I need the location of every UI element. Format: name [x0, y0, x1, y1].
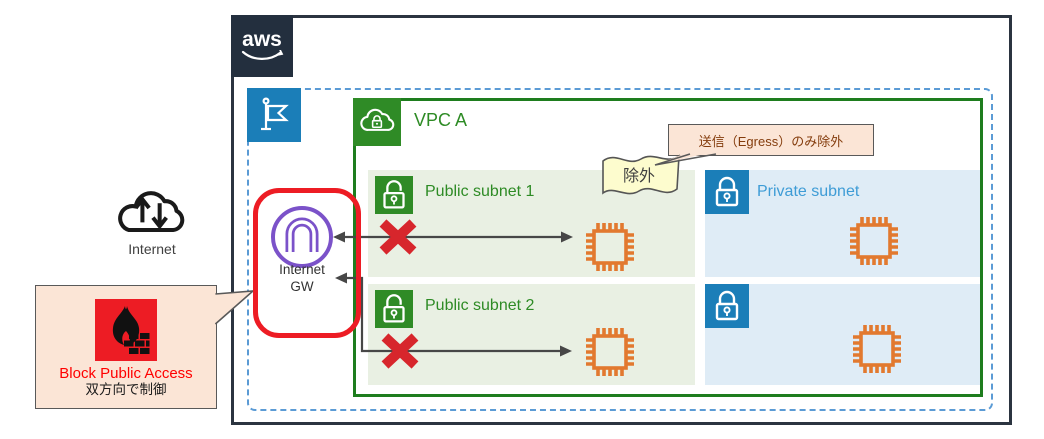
region-boundary: [247, 88, 993, 411]
vpc-cloud-lock-icon: [353, 98, 401, 146]
public-subnet-lock-icon: [375, 290, 413, 328]
aws-smile-icon: [241, 50, 284, 60]
internet-label: Internet: [128, 241, 176, 257]
exclusion-note-text: 除外: [622, 168, 655, 185]
private-subnet-1: [705, 170, 980, 277]
public-subnet-1-label: Public subnet 1: [425, 183, 535, 200]
public-subnet-lock-icon: [375, 176, 413, 214]
egress-callout: 送信（Egress）のみ除外: [668, 124, 874, 156]
private-subnet-lock-icon: [705, 170, 749, 214]
exclusion-note: 除外: [600, 149, 682, 203]
block-public-access-subtitle: 双方向で制御: [85, 382, 167, 397]
internet-gw-label-line2: GW: [290, 279, 314, 294]
egress-callout-text: 送信（Egress）のみ除外: [698, 133, 844, 149]
block-highlight-ring: [253, 188, 361, 338]
vpc-label: VPC A: [414, 110, 468, 130]
ec2-instance-icon: [584, 326, 636, 378]
internet-gateway-icon: [271, 206, 333, 268]
firewall-flame-icon: [95, 299, 157, 361]
flag-icon: [247, 88, 301, 142]
block-public-access-title: Block Public Access: [59, 365, 193, 382]
ec2-instance-icon: [848, 215, 900, 267]
private-subnet-2: [705, 284, 980, 385]
block-public-access-callout: Block Public Access 双方向で制御: [35, 285, 217, 409]
internet-gw-label-line1: Internet: [279, 262, 325, 277]
private-subnet-lock-icon: [705, 284, 749, 328]
vpc-boundary: [353, 98, 983, 397]
public-subnet-2-label: Public subnet 2: [425, 297, 535, 314]
private-subnet-label: Private subnet: [757, 183, 860, 200]
aws-logo: aws: [231, 15, 293, 77]
aws-logo-text: aws: [242, 28, 282, 51]
ec2-instance-icon: [851, 323, 903, 375]
ec2-instance-icon: [584, 221, 636, 273]
internet-cloud-icon: [118, 191, 185, 233]
aws-cloud-boundary: [231, 15, 1012, 425]
